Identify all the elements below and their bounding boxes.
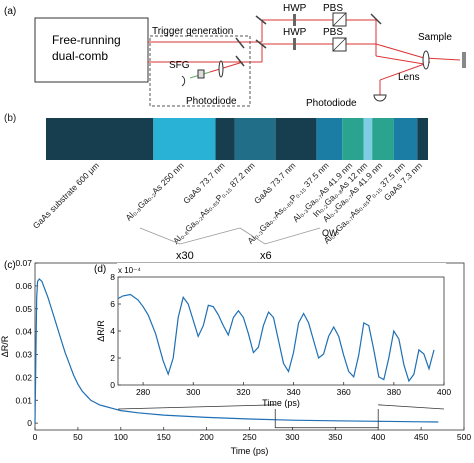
zoom-connector-left [117, 404, 276, 410]
photodiode-1-label: Photodiode [186, 96, 237, 107]
layer-label-1: Al₀.₈Ga₀.₂As 250 nm [124, 160, 186, 222]
mirror-3 [255, 15, 267, 25]
panel-b-label: (b) [4, 113, 17, 124]
layer-band-6 [342, 118, 364, 160]
panel-c-ytick-0: 0 [27, 418, 32, 428]
mirror-5 [370, 13, 382, 25]
panel-c-ytick-2: 0.02 [15, 372, 32, 382]
sfg-label: SFG [169, 60, 190, 71]
panel-c-series-line [34, 278, 439, 424]
transient-reflectivity-chart: (c) 0 50 100 150 200 250 300 350 400 450 500 0 0.01 0.… [0, 258, 471, 456]
panel-d-xtick-3: 340 [286, 387, 300, 397]
sample-plate [462, 52, 466, 68]
panel-d-label: (d) [94, 264, 106, 275]
panel-c-xtick-4: 200 [200, 432, 214, 442]
trigger-dashed-box [149, 35, 251, 107]
pbs-1-label: PBS [323, 3, 343, 14]
bracket-x6 [239, 227, 321, 245]
panel-d-ytick-1: 2 [110, 353, 115, 363]
zoom-connector-right [378, 404, 445, 410]
panel-c-xtick-9: 450 [414, 432, 428, 442]
dual-comb-line2: dual-comb [52, 49, 108, 63]
layer-stack: GaAs substrate 600 μm Al₀.₈Ga₀.₂As 250 nm… [31, 118, 428, 262]
panel-d-xtick-6: 400 [437, 387, 451, 397]
panel-d-xtick-4: 360 [337, 387, 351, 397]
mirror-2 [235, 55, 245, 67]
layer-band-5 [316, 118, 343, 160]
panel-d-xtick-5: 380 [387, 387, 401, 397]
panel-c-xtick-1: 50 [73, 432, 83, 442]
panel-c-xtick-0: 0 [33, 432, 38, 442]
layer-band-7 [363, 118, 373, 160]
layer-band-8 [372, 118, 394, 160]
dual-comb-line1: Free-running [52, 33, 121, 47]
hwp-1-label: HWP [283, 3, 307, 14]
dual-comb-box [34, 17, 149, 83]
trigger-label: Trigger generation [152, 26, 233, 37]
sfg-lens [218, 60, 224, 78]
panel-d-xlabel: Time (ps) [262, 398, 300, 408]
panel-c-ytick-5: 0.05 [15, 304, 32, 314]
sfg-crystal [197, 69, 205, 79]
layer-band-3 [234, 118, 276, 160]
panel-c-xtick-6: 300 [285, 432, 299, 442]
panel-c-ytick-4: 0.04 [15, 327, 32, 337]
panel-c-ytick-6: 0.06 [15, 281, 32, 291]
panel-d-ytick-3: 6 [110, 299, 115, 309]
panel-c-ytick-7: 0.07 [15, 258, 32, 268]
lens-optic [422, 50, 430, 70]
panel-a-label: (a) [4, 6, 16, 17]
panel-d-ylabel: ΔR/R [96, 320, 106, 342]
layer-band-2 [215, 118, 235, 160]
hwp-2-label: HWP [283, 27, 307, 38]
panel-c-xtick-3: 150 [157, 432, 171, 442]
panel-c-xtick-10: 500 [457, 432, 471, 442]
panel-c-ytick-1: 0.01 [15, 395, 32, 405]
layer-band-10 [417, 118, 428, 160]
sample-label: Sample [418, 32, 452, 43]
layer-band-0 [46, 118, 154, 160]
layer-band-9 [393, 118, 418, 160]
panel-c-ylabel: ΔR/R [0, 335, 10, 357]
panel-d-ytick-4: 8 [110, 272, 115, 282]
pbs-2-label: PBS [323, 27, 343, 38]
repeat-x6-label: x6 [260, 250, 272, 262]
panel-d-xtick-0: 280 [136, 387, 150, 397]
layer-band-1 [153, 118, 216, 160]
bracket-x30 [139, 227, 241, 245]
layer-label-0: GaAs substrate 600 μm [31, 160, 101, 230]
photodiode-2-label: Photodiode [306, 98, 357, 109]
panel-d-exponent: x 10⁻⁴ [118, 266, 141, 275]
panel-c-xtick-5: 250 [242, 432, 256, 442]
qw-label: QW [322, 228, 338, 238]
panel-c-ytick-3: 0.03 [15, 350, 32, 360]
panel-c-xlabel: Time (ps) [231, 446, 269, 456]
panel-c-xtick-2: 100 [114, 432, 128, 442]
panel-c-xtick-7: 350 [328, 432, 342, 442]
lens-label: Lens [398, 72, 420, 83]
panel-a-diagram: (a) Free-running dual-comb Trigger gener… [4, 3, 466, 109]
mirror-4 [255, 39, 267, 49]
panel-d-xtick-2: 320 [236, 387, 250, 397]
panel-c-label: (c) [4, 260, 16, 271]
panel-c-xtick-8: 400 [371, 432, 385, 442]
panel-d-xtick-1: 300 [186, 387, 200, 397]
hwp-1-plate [293, 14, 296, 26]
photodiode-1-icon [181, 75, 186, 87]
photodiode-2-icon [373, 94, 387, 102]
mirror-1 [235, 37, 245, 49]
panel-d-ytick-2: 4 [110, 326, 115, 336]
panel-d-ytick-0: 0 [110, 380, 115, 390]
layer-band-4 [275, 118, 317, 160]
repeat-x30-label: x30 [176, 250, 194, 262]
hwp-2-plate [293, 38, 296, 50]
panel-d-series-line [117, 293, 435, 383]
